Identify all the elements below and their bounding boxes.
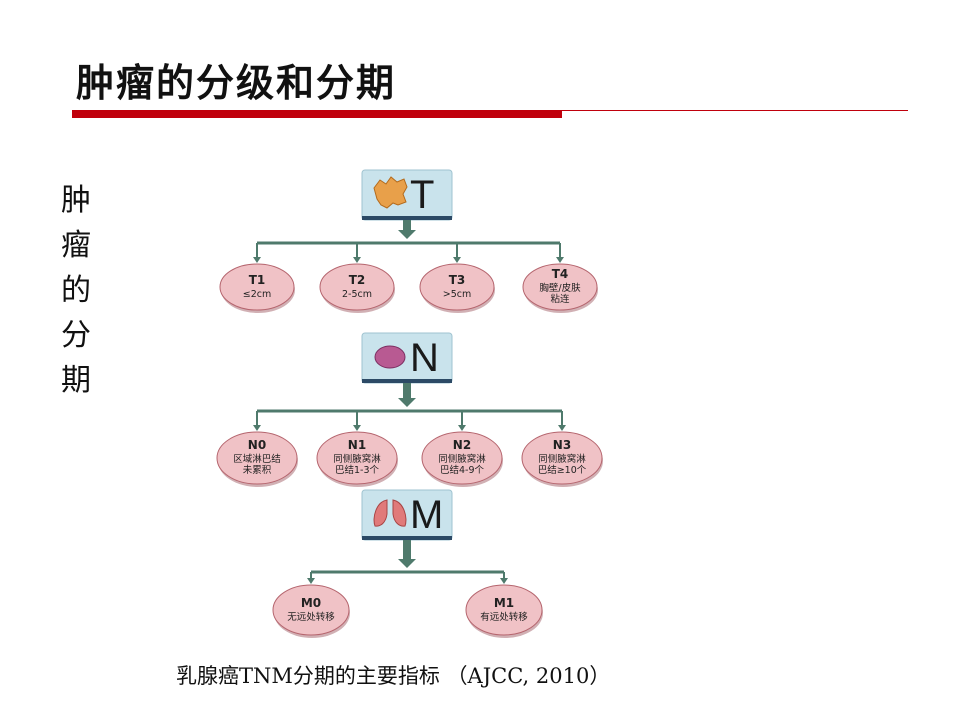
- connector-drop-head: [500, 578, 508, 584]
- connector-drop-head: [253, 425, 261, 431]
- stage-node-desc: 巴结4-9个: [440, 464, 485, 476]
- lungs-icon: [392, 499, 407, 527]
- stage-node-desc: 巴结1-3个: [335, 464, 380, 476]
- stage-node-desc: 2-5cm: [342, 289, 372, 300]
- stage-letter: T: [410, 173, 434, 217]
- connector-drop-head: [556, 257, 564, 263]
- stage-node: [521, 431, 603, 485]
- diagram-caption: 乳腺癌TNM分期的主要指标 （AJCC, 2010）: [176, 664, 611, 688]
- stage-node-desc: 胸壁/皮肤: [539, 282, 581, 294]
- stage-letter: N: [410, 336, 439, 380]
- side-label-char: 期: [61, 363, 91, 398]
- stage-node: [216, 431, 298, 485]
- stage-node-code: M0: [301, 596, 321, 610]
- stage-node-desc: 粘连: [550, 293, 570, 305]
- connector-drop-head: [353, 425, 361, 431]
- connector-arrow-head: [398, 559, 416, 568]
- stage-node-desc: 有远处转移: [480, 611, 528, 623]
- stage-node: [465, 584, 543, 636]
- stage-node-desc: 巴结≥10个: [538, 464, 587, 476]
- stage-node-code: N0: [248, 438, 266, 452]
- stage-node: [316, 431, 398, 485]
- connector-drop-head: [453, 257, 461, 263]
- stage-node: [219, 263, 295, 311]
- connector-drop-head: [558, 425, 566, 431]
- stage-node-code: N3: [553, 438, 571, 452]
- stage-node-code: N1: [348, 438, 366, 452]
- stage-node: [421, 431, 503, 485]
- side-label-char: 肿: [61, 183, 91, 218]
- title-rule-thick: [72, 111, 562, 118]
- title-rule-thin: [72, 110, 908, 111]
- side-label-char: 分: [61, 318, 91, 353]
- stage-node-desc: 同侧腋窝淋: [538, 453, 586, 465]
- slide-title: 肿瘤的分级和分期: [76, 60, 397, 105]
- connector-drop-head: [307, 578, 315, 584]
- stage-node-desc: ≤2cm: [243, 289, 271, 300]
- stage-node-code: T1: [249, 273, 266, 287]
- stage-node: [319, 263, 395, 311]
- stage-header-bar: [362, 216, 452, 220]
- side-label-char: 的: [61, 273, 91, 308]
- stage-node-desc: >5cm: [443, 289, 471, 300]
- stage-node-code: T4: [552, 267, 569, 281]
- connector-arrow-head: [398, 398, 416, 407]
- tumor-icon: [373, 176, 408, 209]
- stage-node-code: N2: [453, 438, 471, 452]
- stage-node-code: T2: [349, 273, 366, 287]
- connector-arrow-shaft: [403, 540, 411, 560]
- connector-arrow-shaft: [403, 383, 411, 399]
- connector-arrow-shaft: [403, 220, 411, 231]
- stage-node-code: T3: [449, 273, 466, 287]
- connector-arrow-head: [398, 230, 416, 239]
- stage-node-desc: 区域淋巴结: [233, 453, 281, 465]
- side-label-char: 瘤: [61, 228, 91, 263]
- connector-drop-head: [253, 257, 261, 263]
- stage-node: [272, 584, 350, 636]
- side-label: 肿 瘤 的 分 期: [56, 178, 96, 403]
- lymph-node-icon: [374, 345, 406, 369]
- stage-header-bar: [362, 536, 452, 540]
- lungs-icon: [373, 499, 388, 527]
- stage-node: [522, 263, 598, 311]
- stage-node: [419, 263, 495, 311]
- stage-node-desc: 同侧腋窝淋: [438, 453, 486, 465]
- stage-node-code: M1: [494, 596, 514, 610]
- stage-letter: M: [410, 493, 443, 537]
- connector-drop-head: [353, 257, 361, 263]
- stage-node-desc: 无远处转移: [287, 611, 335, 623]
- connector-drop-head: [458, 425, 466, 431]
- stage-node-desc: 未累积: [243, 464, 272, 476]
- stage-group-n: NN0区域淋巴结未累积N1同侧腋窝淋巴结1-3个N2同侧腋窝淋巴结4-9个N3同…: [216, 332, 603, 487]
- stage-header-bar: [362, 379, 452, 383]
- stage-node-desc: 同侧腋窝淋: [333, 453, 381, 465]
